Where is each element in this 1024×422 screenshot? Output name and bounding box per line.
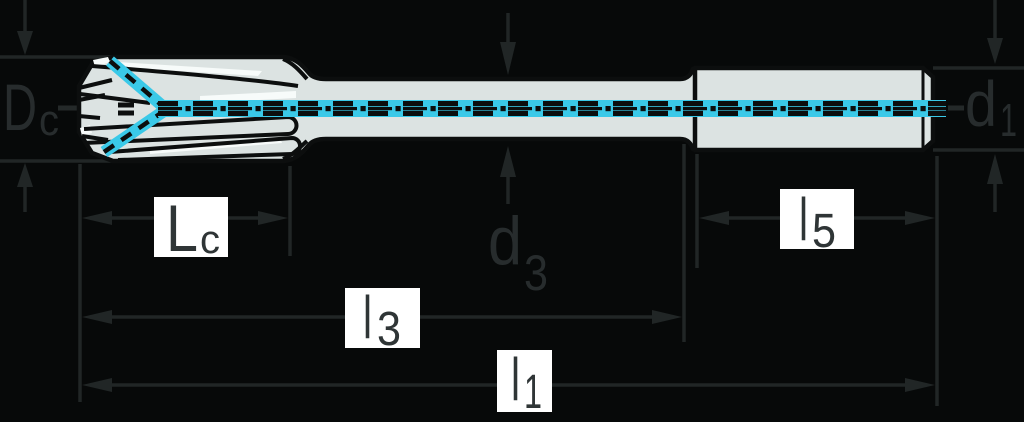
l1-sub: 1 [524, 366, 542, 419]
chain-dash [118, 110, 134, 116]
l3-sub: 3 [377, 303, 401, 356]
l5-left-arrow-head [699, 211, 729, 225]
label-boxes [154, 189, 854, 412]
d1-top-arrow-head [987, 38, 1003, 64]
d1-main: d [965, 68, 997, 140]
l3-right-arrow-head [652, 310, 682, 324]
tip-chamfer-upper-cyan [106, 56, 170, 114]
label-shank-length: l 5 [799, 186, 836, 258]
tip-chamfer-lower-cyan [100, 106, 168, 157]
l3-left-arrow-head [82, 310, 112, 324]
lc-label-box [154, 197, 228, 257]
dc-sub: c [39, 96, 59, 145]
l5-sub: 5 [812, 205, 836, 258]
l1-right-arrow-head [905, 378, 935, 392]
d3-main: d [488, 203, 522, 279]
l5-right-arrow-head [905, 211, 935, 225]
diameter-arrows [17, 0, 1003, 212]
body-top-highlight [118, 62, 262, 76]
label-neck-diameter: d 3 [488, 203, 548, 301]
label-shank-diameter: d 1 [965, 68, 1017, 146]
dimension-labels: D c d 1 d 3 L c l 5 l 3 l 1 [3, 68, 1017, 419]
dc-bottom-arrow-head [17, 163, 33, 187]
lc-left-arrow-head [82, 211, 112, 225]
label-cutting-diameter: D c [3, 70, 59, 145]
length-dimensions [82, 211, 935, 392]
centerline-group [100, 56, 946, 157]
l1-main: l [511, 346, 520, 413]
l1-left-arrow-head [82, 378, 112, 392]
lc-right-arrow-head [258, 211, 288, 225]
d1-bottom-arrow-head [987, 154, 1003, 184]
dc-top-arrow-head [17, 31, 33, 55]
extension-lines [0, 55, 1024, 406]
label-flute-neck-length: l 3 [363, 284, 401, 356]
d3-sub: 3 [524, 245, 548, 301]
chain-dash [118, 102, 134, 108]
l5-label-box [780, 189, 854, 249]
label-overall-length: l 1 [511, 346, 542, 419]
d3-top-arrow-head [500, 42, 516, 75]
d1-sub: 1 [1000, 94, 1017, 146]
lc-main: L [166, 191, 198, 265]
label-cutting-length: L c [166, 191, 220, 265]
dc-main: D [3, 70, 37, 144]
l5-main: l [799, 186, 808, 253]
lc-sub: c [200, 218, 220, 262]
l3-label-box [345, 288, 420, 348]
l1-label-box [497, 350, 552, 412]
d3-bottom-arrow-head [500, 146, 516, 177]
l3-main: l [363, 284, 372, 351]
axis-centerline [158, 100, 946, 117]
